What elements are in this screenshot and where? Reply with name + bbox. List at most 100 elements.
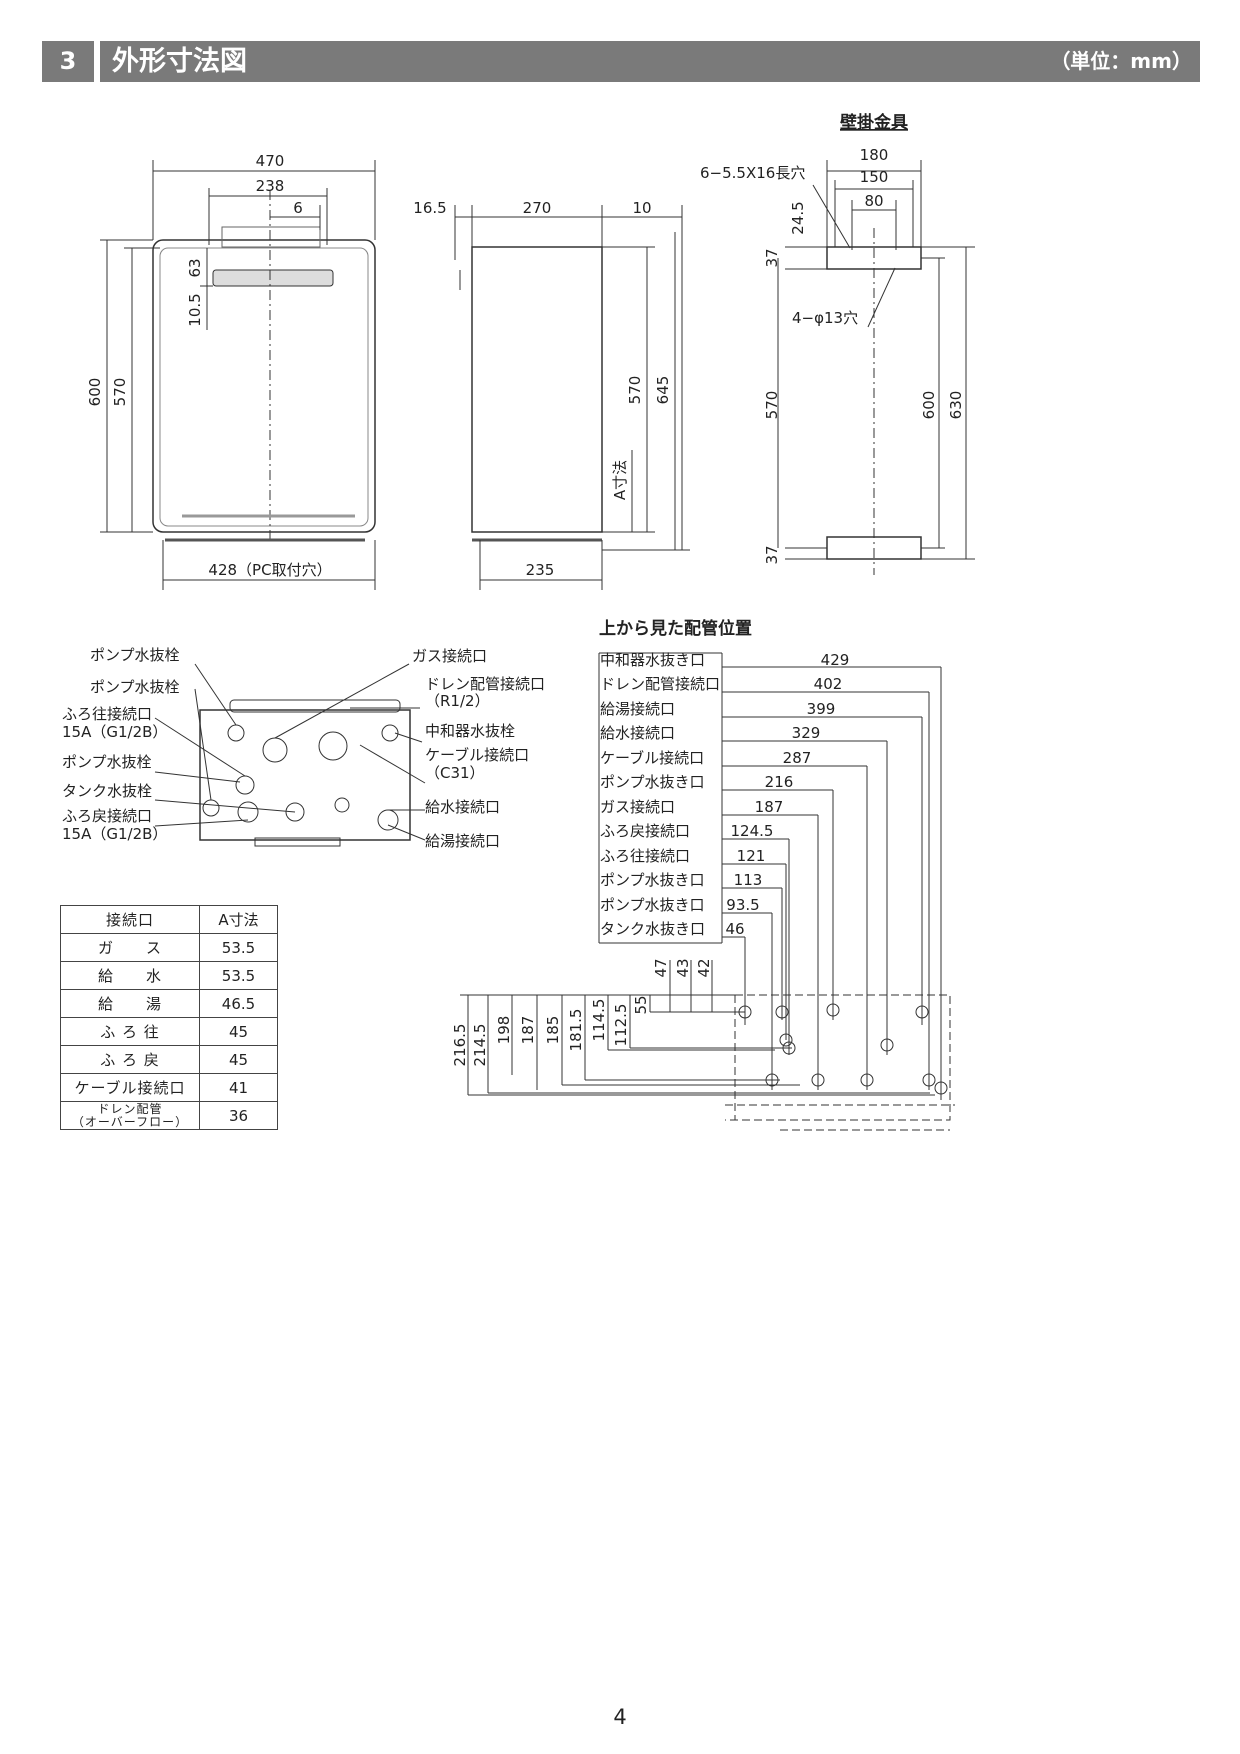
label-water-supply: 給水接続口 (425, 798, 500, 816)
depth-dim: 185 (544, 1016, 562, 1045)
pipe-position-grid (460, 652, 955, 1131)
table-header-a: A寸法 (199, 905, 278, 934)
table-cell-name: ガ ス (60, 933, 200, 962)
dim-height-body: 570 (111, 378, 129, 407)
label-pump-drain-2: ポンプ水抜栓 (90, 678, 180, 696)
depth-dim: 181.5 (567, 1009, 585, 1052)
table-row: 給 水 53.5 (60, 961, 278, 990)
dim-side-depth: 270 (523, 199, 552, 217)
depth-dim: 198 (495, 1016, 513, 1045)
dim-width-pipe: 238 (256, 177, 285, 195)
pipe-row-value: 124.5 (731, 822, 774, 840)
table-cell-name: ケーブル接続口 (60, 1073, 200, 1102)
bracket-slot-note: 6−5.5X16長穴 (700, 164, 805, 182)
side-view (454, 205, 690, 590)
pipe-row-value: 216 (765, 773, 794, 791)
depth-dim: 112.5 (612, 1004, 630, 1047)
depth-dim: 216.5 (451, 1024, 469, 1067)
depth-dim: 187 (519, 1016, 537, 1045)
drain-pipe-sub: （オーバーフロー） (71, 1114, 189, 1129)
front-view (100, 160, 376, 590)
a-dimension-table: 接続口 A寸法 ガ ス 53.5 給 水 53.5 給 湯 46.5 ふ ろ 往… (60, 905, 278, 1130)
bottom-view (154, 663, 426, 847)
table-row: 給 湯 46.5 (60, 989, 278, 1018)
depth-dim: 47 (652, 958, 670, 977)
section-title: 外形寸法図 (112, 46, 247, 77)
dim-bracket-630: 630 (947, 391, 965, 420)
pipe-row-label: ドレン配管接続口 (600, 675, 720, 693)
table-row: ふ ろ 戻 45 (60, 1045, 278, 1074)
page-number: 4 (613, 1705, 627, 1729)
dim-side-570: 570 (626, 376, 644, 405)
table-cell-value: 45 (199, 1017, 278, 1046)
depth-dimension-labels: 216.5 214.5 198 187 185 181.5 114.5 112.… (451, 958, 713, 1066)
pipe-positions-title: 上から見た配管位置 (599, 618, 752, 639)
pipe-row-label: 給湯接続口 (600, 700, 675, 718)
table-cell-name: ドレン配管 （オーバーフロー） (60, 1101, 200, 1130)
table-cell-name: ふ ろ 往 (60, 1017, 200, 1046)
table-cell-name: ふ ろ 戻 (60, 1045, 200, 1074)
label-bath-out-size: 15A（G1/2B） (62, 723, 167, 741)
table-row: ふ ろ 往 45 (60, 1017, 278, 1046)
pipe-row-label: ケーブル接続口 (600, 749, 704, 767)
bracket-hole-note: 4−φ13穴 (792, 309, 858, 327)
pipe-row-value: 429 (821, 651, 850, 669)
table-header-connection: 接続口 (60, 905, 200, 934)
label-bath-return-size: 15A（G1/2B） (62, 825, 167, 843)
pipe-row-label: ふろ往接続口 (600, 847, 690, 865)
section-number: 3 (59, 47, 77, 75)
table-cell-name: 給 湯 (60, 989, 200, 1018)
label-bath-return: ふろ戻接続口 (62, 807, 152, 825)
pipe-row-label: ポンプ水抜き口 (600, 773, 705, 791)
dim-bottom-holes: 428（PC取付穴） (208, 561, 331, 579)
dim-bracket-80: 80 (864, 192, 883, 210)
pipe-row-label: タンク水抜き口 (600, 920, 705, 938)
label-tank-drain: タンク水抜栓 (62, 782, 152, 800)
pipe-row-label: 中和器水抜き口 (600, 651, 705, 669)
pipe-row-label: ガス接続口 (600, 798, 675, 816)
table-cell-value: 36 (199, 1101, 278, 1130)
depth-dim: 42 (695, 958, 713, 977)
dim-side-a: A寸法 (611, 460, 629, 500)
pipe-row-value: 287 (783, 749, 812, 767)
dim-height-total: 600 (86, 378, 104, 407)
table-row: ガ ス 53.5 (60, 933, 278, 962)
pipe-row-value: 121 (737, 847, 766, 865)
pipe-row-value: 187 (755, 798, 784, 816)
depth-dim: 114.5 (590, 999, 608, 1042)
dim-side-right: 10 (632, 199, 651, 217)
table-cell-value: 53.5 (199, 961, 278, 990)
depth-dim: 43 (674, 958, 692, 977)
dim-side-645: 645 (654, 376, 672, 405)
label-cable-size: （C31） (425, 764, 485, 782)
label-hot-water: 給湯接続口 (425, 832, 500, 850)
pipe-row-value: 113 (734, 871, 763, 889)
table-cell-name: 給 水 (60, 961, 200, 990)
label-pump-drain-1: ポンプ水抜栓 (90, 646, 180, 664)
dim-bracket-150: 150 (860, 168, 889, 186)
pipe-row-value: 402 (814, 675, 843, 693)
label-bath-out: ふろ往接続口 (62, 705, 152, 723)
table-cell-value: 41 (199, 1073, 278, 1102)
label-cable: ケーブル接続口 (425, 746, 529, 764)
label-gas: ガス接続口 (412, 647, 487, 665)
drain-pipe-label: ドレン配管 (97, 1101, 163, 1116)
dim-offset: 6 (293, 199, 303, 217)
pipe-position-rows: 中和器水抜き口 429 ドレン配管接続口 402 給湯接続口 399 給水接続口… (600, 651, 849, 938)
dim-bracket-180: 180 (860, 146, 889, 164)
pipe-row-label: 給水接続口 (600, 724, 675, 742)
depth-dim: 214.5 (471, 1024, 489, 1067)
dim-side-bottom: 235 (526, 561, 555, 579)
section-header-bar: 外形寸法図 （単位：mm） (100, 41, 1200, 82)
label-drain-pipe-size: （R1/2） (425, 692, 490, 710)
dim-bracket-600: 600 (920, 391, 938, 420)
label-neutralizer-drain: 中和器水抜栓 (425, 722, 515, 740)
bracket-title: 壁掛金具 (840, 112, 908, 133)
pipe-row-value: 399 (807, 700, 836, 718)
table-cell-value: 46.5 (199, 989, 278, 1018)
pipe-row-label: ポンプ水抜き口 (600, 871, 705, 889)
wall-bracket-view (777, 160, 975, 575)
dim-bracket-245: 24.5 (789, 201, 807, 234)
table-cell-value: 53.5 (199, 933, 278, 962)
